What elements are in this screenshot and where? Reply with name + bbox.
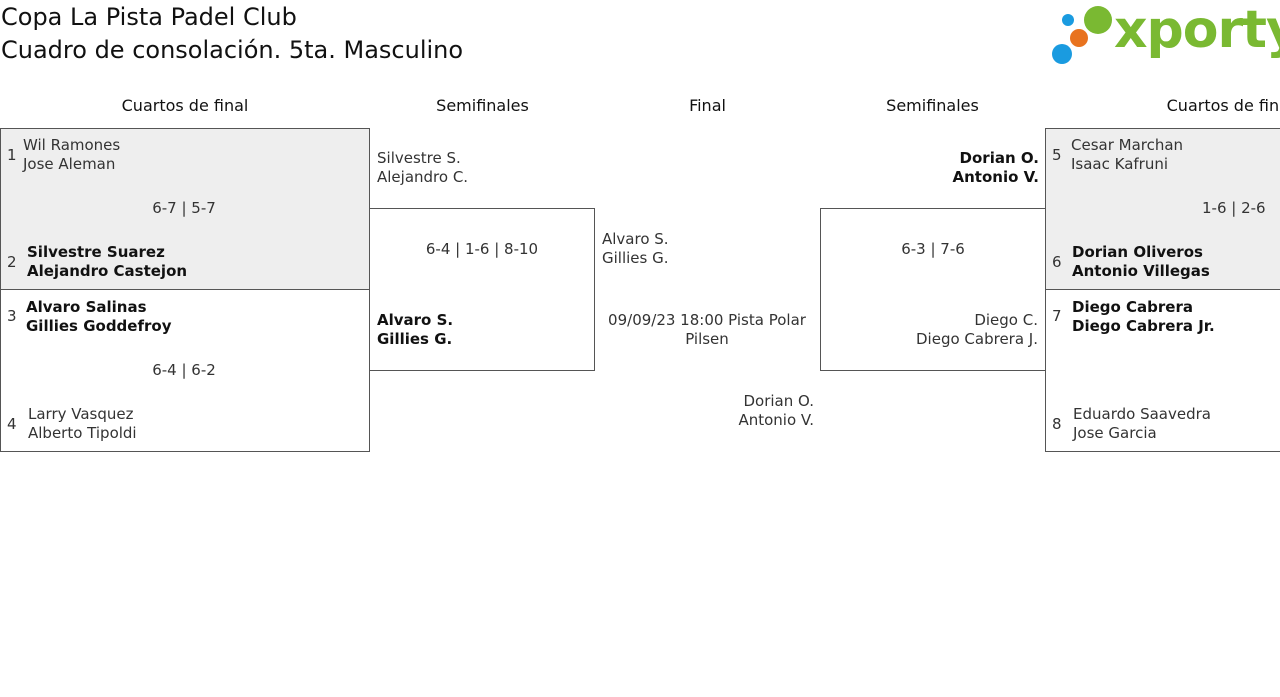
seed-number: 7 [1052,307,1062,325]
player-name: Alberto Tipoldi [28,424,137,442]
player-name-winner: Diego Cabrera [1072,298,1193,316]
round-header-left-qf: Cuartos de final [121,96,249,115]
player-name: Larry Vasquez [28,405,134,423]
round-header-final: Final [689,96,726,115]
team-name-winner: Antonio V. [952,168,1039,186]
match-sf-left[interactable] [369,208,595,371]
team-name-winner: Alvaro S. [377,311,454,329]
match-score: 6-4 | 6-2 [152,361,216,379]
player-name-winner: Alvaro Salinas [26,298,147,316]
player-name-winner: Dorian Oliveros [1072,243,1203,261]
team-name: Diego Cabrera J. [916,330,1038,348]
match-qf1[interactable] [0,128,370,290]
team-name: Gillies G. [602,249,669,267]
team-name: Antonio V. [738,411,814,429]
logo-wordmark: xporty [1114,0,1280,60]
team-name-winner: Dorian O. [959,149,1039,167]
seed-number: 4 [7,415,17,433]
match-score: 6-4 | 1-6 | 8-10 [425,240,539,258]
team-name: Dorian O. [743,392,815,410]
seed-number: 8 [1052,415,1062,433]
logo-dot-orange-icon [1070,29,1088,47]
team-name: Silvestre S. [377,149,461,167]
player-name: Cesar Marchan [1071,136,1184,154]
player-name: Jose Aleman [23,155,116,173]
seed-number: 2 [7,253,17,271]
round-header-right-sf: Semifinales [886,96,979,115]
logo-dot-green-icon [1084,6,1112,34]
team-name: Alejandro C. [377,168,469,186]
logo-dot-blue-large-icon [1052,44,1072,64]
logo-dot-blue-icon [1062,14,1074,26]
player-name-winner: Diego Cabrera Jr. [1072,317,1215,335]
match-score: 1-6 | 2-6 [1202,199,1266,217]
xporty-logo: xporty [1050,0,1280,68]
seed-number: 5 [1052,146,1062,164]
player-name-winner: Alejandro Castejon [27,262,188,280]
round-header-right-qf: Cuartos de final [1166,96,1280,115]
seed-number: 1 [7,146,17,164]
match-schedule: 09/09/23 18:00 Pista Polar Pilsen [608,311,806,348]
seed-number: 6 [1052,253,1062,271]
team-name: Alvaro S. [602,230,669,248]
seed-number: 3 [7,307,17,325]
page-subtitle: Cuadro de consolación. 5ta. Masculino [1,36,464,64]
player-name: Isaac Kafruni [1071,155,1169,173]
player-name: Jose Garcia [1073,424,1157,442]
match-score: 6-3 | 7-6 [901,240,965,258]
team-name: Diego C. [974,311,1038,329]
team-name-winner: Gillies G. [377,330,453,348]
player-name: Wil Ramones [23,136,121,154]
page-title: Copa La Pista Padel Club [1,3,297,31]
player-name-winner: Antonio Villegas [1072,262,1210,280]
match-qf3[interactable] [1045,128,1280,290]
player-name: Eduardo Saavedra [1073,405,1211,423]
player-name-winner: Silvestre Suarez [27,243,165,261]
round-header-left-sf: Semifinales [436,96,529,115]
player-name-winner: Gillies Goddefroy [26,317,172,335]
match-qf4[interactable] [1045,289,1280,452]
match-score: 6-7 | 5-7 [152,199,216,217]
